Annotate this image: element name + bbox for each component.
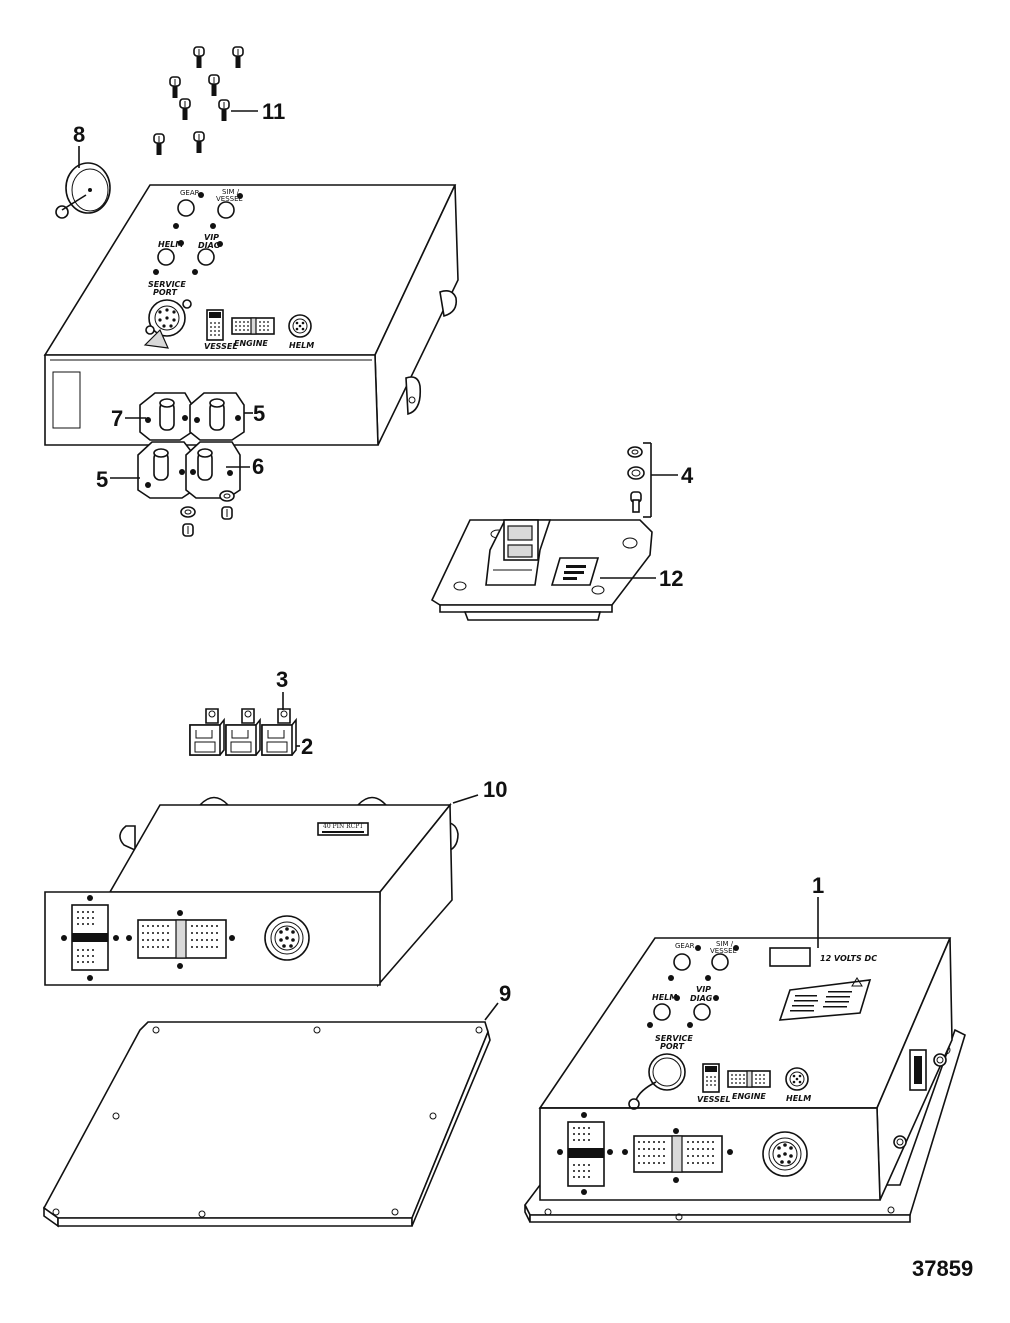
- cover-housing-top: [43, 184, 459, 446]
- gear-label-assembled: GEAR: [675, 942, 695, 950]
- engine-label-top: ENGINE: [234, 339, 268, 348]
- vessel-conn-label-top: VESSEL: [204, 342, 237, 351]
- callout-8: 8: [73, 122, 85, 147]
- sim-label-assembled: SIM /: [716, 940, 734, 948]
- vessel-label-top: VESSEL: [216, 195, 243, 203]
- callout-11: 11: [262, 99, 285, 124]
- assembled-module-1: 12 VOLTS DC GEAR SIM / VESSEL HELM VIP D…: [524, 897, 966, 1223]
- callout-1: 1: [812, 873, 824, 898]
- module-10: 40 PIN RCPT: [44, 794, 479, 988]
- mount-plate-12: [430, 519, 656, 621]
- helm-label-top: HELM: [158, 240, 183, 249]
- vessel-conn-label-assembled: VESSEL: [697, 1095, 730, 1104]
- screws-11: [153, 46, 258, 155]
- volts-label: 12 VOLTS DC: [820, 954, 877, 963]
- callout-10: 10: [483, 777, 507, 802]
- service-label-assembled: SERVICE: [655, 1034, 693, 1043]
- vessel-label-assembled: VESSEL: [710, 947, 737, 955]
- grommet-blocks: [110, 392, 253, 537]
- callout-9: 9: [499, 981, 511, 1006]
- relays-2-3: [189, 692, 300, 756]
- panel-controls-top: GEAR SIM / VESSEL HELM VIP DIAG SERVICE …: [143, 188, 314, 351]
- cap-8: [55, 146, 111, 219]
- helm-conn-label-assembled: HELM: [786, 1094, 811, 1103]
- diag-label-assembled: DIAG: [690, 994, 713, 1003]
- vip-label-top: VIP: [204, 233, 219, 242]
- port-label-top: PORT: [153, 288, 177, 297]
- helm-conn-label-top: HELM: [289, 341, 314, 350]
- base-plate-9: [42, 1002, 499, 1228]
- port-label-assembled: PORT: [660, 1042, 684, 1051]
- callout-5-top: 5: [253, 401, 265, 426]
- vip-label-assembled: VIP: [696, 985, 711, 994]
- pin-rcpt-label: 40 PIN RCPT: [323, 823, 363, 830]
- helm-label-assembled: HELM: [652, 993, 677, 1002]
- callout-4: 4: [681, 463, 694, 488]
- service-label-top: SERVICE: [148, 280, 186, 289]
- diag-label-top: DIAG: [198, 241, 221, 250]
- callout-7: 7: [111, 406, 123, 431]
- callout-2: 2: [301, 734, 313, 759]
- callout-5-bottom: 5: [96, 467, 108, 492]
- engine-label-assembled: ENGINE: [732, 1092, 766, 1101]
- callout-3: 3: [276, 667, 288, 692]
- sim-label-top: SIM /: [222, 188, 240, 196]
- callout-12: 12: [659, 566, 683, 591]
- hardware-4: [627, 442, 678, 518]
- callout-6: 6: [252, 454, 264, 479]
- gear-label-top: GEAR: [180, 189, 200, 197]
- figure-number: 37859: [912, 1256, 973, 1281]
